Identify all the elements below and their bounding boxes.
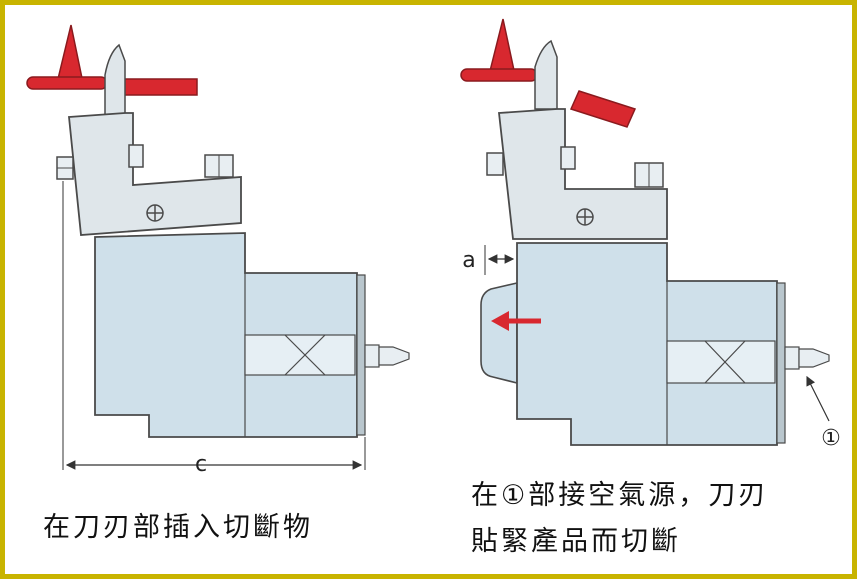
caption-right-line-1: 在①部接空氣源，刀刃: [471, 480, 769, 511]
cutter-diagram: c: [26, 18, 841, 477]
left-red-product: [26, 24, 198, 96]
left-nut-2: [128, 144, 144, 168]
right-cutter-illustration: a ①: [460, 18, 841, 451]
left-air-fitting: [364, 344, 410, 368]
right-cylinder-body: [516, 242, 778, 446]
left-cutter-illustration: c: [26, 24, 410, 477]
left-cross-window: [244, 334, 356, 376]
caption-right-line-2: 貼緊產品而切斷: [471, 526, 681, 557]
left-pivot-screw: [146, 204, 164, 222]
right-extended-piston: [480, 281, 518, 385]
dimension-a: a: [462, 245, 515, 275]
right-blade: [534, 39, 558, 110]
right-nut-1: [486, 152, 504, 176]
right-nut-2: [560, 146, 576, 170]
dimension-a-label: a: [462, 248, 475, 273]
dimension-c-label: c: [195, 452, 207, 477]
right-air-fitting: [784, 346, 830, 370]
left-cylinder-body: [94, 232, 358, 438]
right-blade-holder: [498, 108, 668, 240]
left-end-cap: [356, 274, 366, 436]
left-blade-holder: [68, 112, 242, 236]
caption-left: 在刀刃部插入切斷物: [43, 512, 313, 543]
dimension-c: c: [62, 181, 366, 477]
right-nut-3: [634, 162, 664, 188]
port-marker-label: ①: [821, 426, 841, 451]
right-end-cap: [776, 282, 786, 444]
port-marker: ①: [806, 375, 841, 451]
red-movement-arrow: [491, 311, 541, 331]
left-nut-1: [56, 156, 74, 180]
left-nut-3: [204, 154, 234, 178]
right-cross-window: [666, 340, 776, 384]
right-pivot-screw: [576, 208, 594, 226]
left-blade: [104, 43, 126, 116]
right-red-product: [460, 18, 637, 128]
